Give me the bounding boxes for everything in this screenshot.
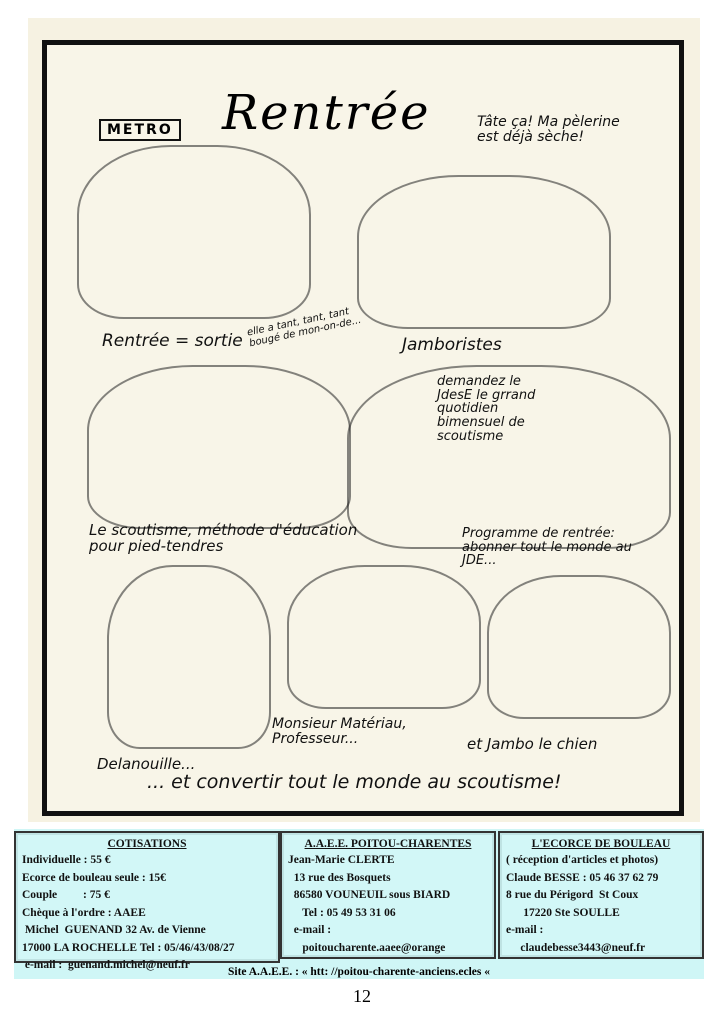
aaee-line: e-mail : xyxy=(288,924,332,936)
scouts-pelerine-drawing xyxy=(357,175,611,329)
cotisations-line: 17000 LA ROCHELLE Tel : 05/46/43/08/27 xyxy=(22,941,235,954)
scout-crowd-drawing xyxy=(77,145,311,319)
aaee-box: A.A.E.E. POITOU-CHARENTES Jean-Marie CLE… xyxy=(280,831,496,959)
ecorce-heading: L'ECORCE DE BOULEAU xyxy=(531,838,671,850)
cartoon-title: Rentrée xyxy=(222,85,431,141)
cotisations-line: Individuelle : 55 € xyxy=(22,854,111,866)
page-number: 12 xyxy=(353,986,371,1006)
cotisations-heading: COTISATIONS xyxy=(107,838,187,850)
cotisations-line: Michel GUENAND 32 Av. de Vienne xyxy=(22,924,206,936)
caption-demandez: demandez le JdesE le grrand quotidien bi… xyxy=(437,374,536,444)
ecorce-line: ( réception d'articles et photos) xyxy=(506,854,659,866)
caption-pelerine: Tâte ça! Ma pèlerine est déjà sèche! xyxy=(477,114,620,145)
cartoon-frame: Rentrée METRO Tâte ça! Ma pèlerine est d… xyxy=(42,40,684,816)
cotisations-line: Chèque à l'ordre : AAEE xyxy=(22,906,146,919)
cotisations-line: Ecorce de bouleau seule : 15€ xyxy=(22,871,166,884)
aaee-line: 86580 VOUNEUIL sous BIARD xyxy=(288,889,451,901)
caption-delanouille: Delanouille... xyxy=(97,755,196,773)
ecorce-box: L'ECORCE DE BOULEAU ( réception d'articl… xyxy=(498,831,704,959)
aaee-line: Jean-Marie CLERTE xyxy=(288,854,395,866)
delanouille-drawing xyxy=(107,565,271,749)
caption-scoutisme-methode: Le scoutisme, méthode d'éducation pour p… xyxy=(89,521,358,555)
caption-jambo: et Jambo le chien xyxy=(467,735,598,753)
caption-programme: Programme de rentrée: abonner tout le mo… xyxy=(462,526,632,569)
ecorce-line: Claude BESSE : 05 46 37 62 79 xyxy=(506,871,659,884)
caption-jamboristes: Jamboristes xyxy=(402,335,502,355)
aaee-line: Tel : 05 49 53 31 06 xyxy=(288,906,396,919)
scouts-pulling-drawing xyxy=(87,365,351,529)
cotisations-line: Couple : 75 € xyxy=(22,889,110,901)
cotisations-box: COTISATIONS Individuelle : 55 € Ecorce d… xyxy=(14,831,280,971)
metro-sign: METRO xyxy=(99,119,181,141)
aaee-email[interactable]: poitoucharente.aaee@orange xyxy=(288,941,446,954)
ecorce-line: e-mail : xyxy=(506,924,544,936)
professor-drawing xyxy=(287,565,481,709)
ecorce-email[interactable]: claudebesse3443@neuf.fr xyxy=(506,941,646,954)
aaee-line: 13 rue des Bosquets xyxy=(288,871,391,884)
newspaper-seller-drawing xyxy=(347,365,671,549)
caption-convertir: ... et convertir tout le monde au scouti… xyxy=(147,771,562,793)
aaee-heading: A.A.E.E. POITOU-CHARENTES xyxy=(304,838,472,850)
cotisations-line: e-mail : guenand.michel@neuf.fr xyxy=(22,959,190,971)
ecorce-line: 17220 Ste SOULLE xyxy=(506,906,620,919)
caption-rentree-sortie: Rentrée = sortie xyxy=(102,331,243,351)
ecorce-line: 8 rue du Périgord St Coux xyxy=(506,889,639,901)
cartoon-page: Rentrée METRO Tâte ça! Ma pèlerine est d… xyxy=(28,18,700,822)
footer-info: COTISATIONS Individuelle : 55 € Ecorce d… xyxy=(14,829,704,979)
caption-materiau: Monsieur Matériau, Professeur... xyxy=(272,716,407,747)
jambo-dog-drawing xyxy=(487,575,671,719)
site-link[interactable]: Site A.A.E.E. : « htt: //poitou-charente… xyxy=(227,966,491,978)
